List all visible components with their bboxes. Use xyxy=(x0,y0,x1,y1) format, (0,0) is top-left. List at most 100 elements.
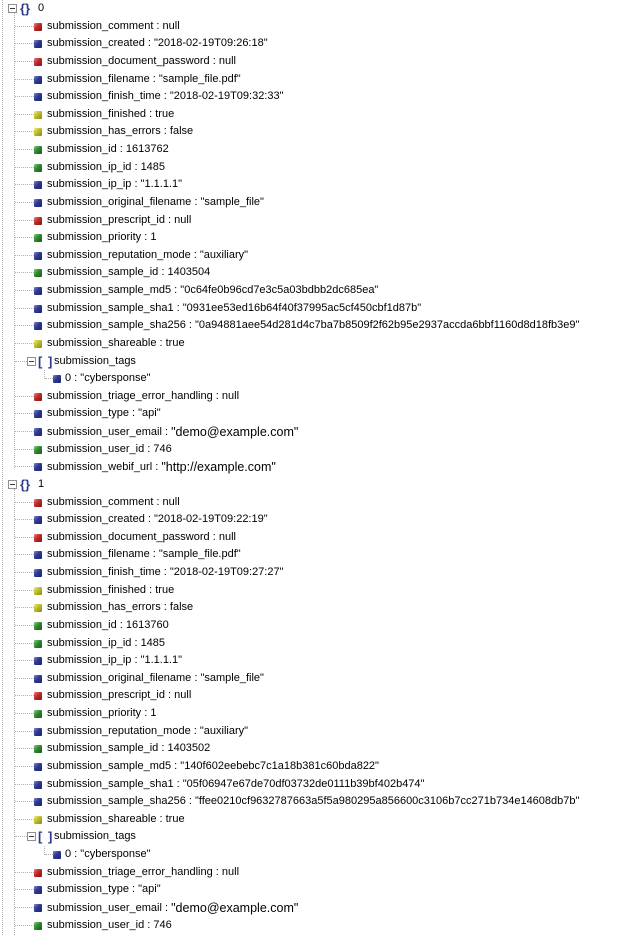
tree-row: submission_comment : null xyxy=(0,494,624,512)
tree-row: submission_finish_time : "2018-02-19T09:… xyxy=(0,88,624,106)
tree-row: [ ]submission_tags xyxy=(0,353,624,371)
property-value: null xyxy=(162,495,180,508)
property-key: submission_created xyxy=(47,37,145,50)
tree-connector xyxy=(15,765,34,767)
property: submission_has_errors : false xyxy=(47,599,193,617)
tree-row: submission_comment : null xyxy=(0,18,624,36)
key-value-separator: : xyxy=(185,795,195,808)
key-value-separator: : xyxy=(209,530,219,543)
property: submission_priority : 1 xyxy=(47,705,156,723)
tree-row: submission_ip_id : 1485 xyxy=(0,635,624,653)
property-key: submission_finish_time xyxy=(47,566,161,578)
key-value-separator: : xyxy=(171,284,181,296)
property-key: submission_shareable xyxy=(47,812,157,825)
property-value: "api" xyxy=(138,407,161,420)
node-label: 1 xyxy=(38,476,44,494)
tree-row: submission_prescript_id : null xyxy=(0,212,624,230)
property-value: false xyxy=(169,125,194,138)
property: submission_ip_id : 1485 xyxy=(47,159,165,177)
tree-row: submission_shareable : true xyxy=(0,811,624,829)
property-value: "05f06947e67de70df03732de0111b39bf402b47… xyxy=(182,777,425,790)
tree-row: submission_reputation_mode : "auxiliary" xyxy=(0,723,624,741)
property-value: 1485 xyxy=(140,636,166,649)
tree-connector xyxy=(15,25,34,27)
property: submission_has_errors : false xyxy=(47,123,193,141)
property: submission_shareable : true xyxy=(47,335,185,353)
tree-root-guide-line xyxy=(2,0,3,935)
null-icon xyxy=(34,216,42,225)
property: submission_prescript_id : null xyxy=(47,687,191,705)
tree-row: 0 : "cybersponse" xyxy=(0,846,624,864)
collapse-toggle-icon[interactable] xyxy=(8,4,17,13)
tree-row: submission_triage_error_handling : null xyxy=(0,388,624,406)
key-value-separator: : xyxy=(144,37,155,50)
key-value-separator: : xyxy=(141,707,151,719)
number-icon xyxy=(34,269,42,278)
property-key: submission_comment xyxy=(47,19,154,32)
collapse-toggle-icon[interactable] xyxy=(27,832,36,842)
key-value-separator: : xyxy=(161,426,172,438)
collapse-toggle-icon[interactable] xyxy=(8,479,17,489)
tree-row: submission_filename : "sample_file.pdf" xyxy=(0,546,624,564)
tree-row: submission_original_filename : "sample_f… xyxy=(0,194,624,212)
property-value: null xyxy=(218,530,236,543)
property: submission_finish_time : "2018-02-19T09:… xyxy=(47,564,284,582)
tree-guide-line xyxy=(14,489,15,935)
tree-connector xyxy=(15,96,34,98)
property-value: "2018-02-19T09:27:27" xyxy=(169,566,284,578)
array-key: submission_tags xyxy=(54,353,136,371)
number-icon xyxy=(34,921,42,930)
tree-connector xyxy=(15,730,34,732)
tree-connector xyxy=(15,272,34,274)
key-value-separator: : xyxy=(185,319,195,332)
object-brace-icon: {} xyxy=(20,476,31,492)
tree-connector xyxy=(15,677,34,679)
key-value-separator: : xyxy=(144,513,155,526)
key-value-separator: : xyxy=(149,548,159,561)
key-value-separator: : xyxy=(158,266,168,279)
property-key: submission_created xyxy=(47,513,145,526)
array-key: submission_tags xyxy=(54,828,136,846)
tree-guide-line xyxy=(14,13,15,468)
property: submission_filename : "sample_file.pdf" xyxy=(47,546,241,564)
property-key: submission_ip_ip xyxy=(47,178,132,191)
property-value: "sample_file" xyxy=(200,671,264,684)
property-value: 1485 xyxy=(140,160,166,173)
key-value-separator: : xyxy=(209,54,219,67)
collapse-toggle-icon[interactable] xyxy=(27,356,36,366)
string-icon xyxy=(34,322,42,331)
property: submission_sample_sha256 : "0a94881aee54… xyxy=(47,317,579,335)
property: submission_filename : "sample_file.pdf" xyxy=(47,71,241,89)
string-icon xyxy=(53,375,61,384)
property-key: submission_id xyxy=(47,143,117,155)
property-key: submission_user_email xyxy=(47,426,162,438)
key-value-separator: : xyxy=(173,301,183,314)
null-icon xyxy=(34,868,42,877)
property: submission_sample_sha1 : "05f06947e67de7… xyxy=(47,776,424,794)
null-icon xyxy=(34,692,42,701)
property-key: submission_prescript_id xyxy=(47,689,165,702)
property: submission_user_id : 746 xyxy=(47,441,172,459)
property-key: submission_sample_md5 xyxy=(47,759,172,772)
tree-connector xyxy=(15,219,34,221)
tree-row: submission_sample_md5 : "0c64fe0b96cd7e3… xyxy=(0,282,624,300)
array-item: 0 : "cybersponse" xyxy=(65,846,150,864)
property-key: submission_priority xyxy=(47,707,142,719)
property-key: submission_filename xyxy=(47,72,150,85)
tree-row: submission_shareable : true xyxy=(0,335,624,353)
tree-connector xyxy=(15,695,34,697)
tree-row: {} 1 xyxy=(0,476,624,494)
string-icon xyxy=(34,40,42,49)
tree-row: submission_webif_url : "http://example.c… xyxy=(0,458,624,476)
tree-connector xyxy=(15,237,34,239)
property-value: 1613760 xyxy=(125,618,169,631)
tree-row: submission_created : "2018-02-19T09:22:1… xyxy=(0,511,624,529)
tree-connector xyxy=(15,201,34,203)
tree-connector xyxy=(45,378,53,380)
string-icon xyxy=(34,551,42,560)
tree-elbow xyxy=(44,370,45,380)
tree-connector xyxy=(15,536,34,538)
tree-row: submission_user_email : "demo@example.co… xyxy=(0,899,624,917)
